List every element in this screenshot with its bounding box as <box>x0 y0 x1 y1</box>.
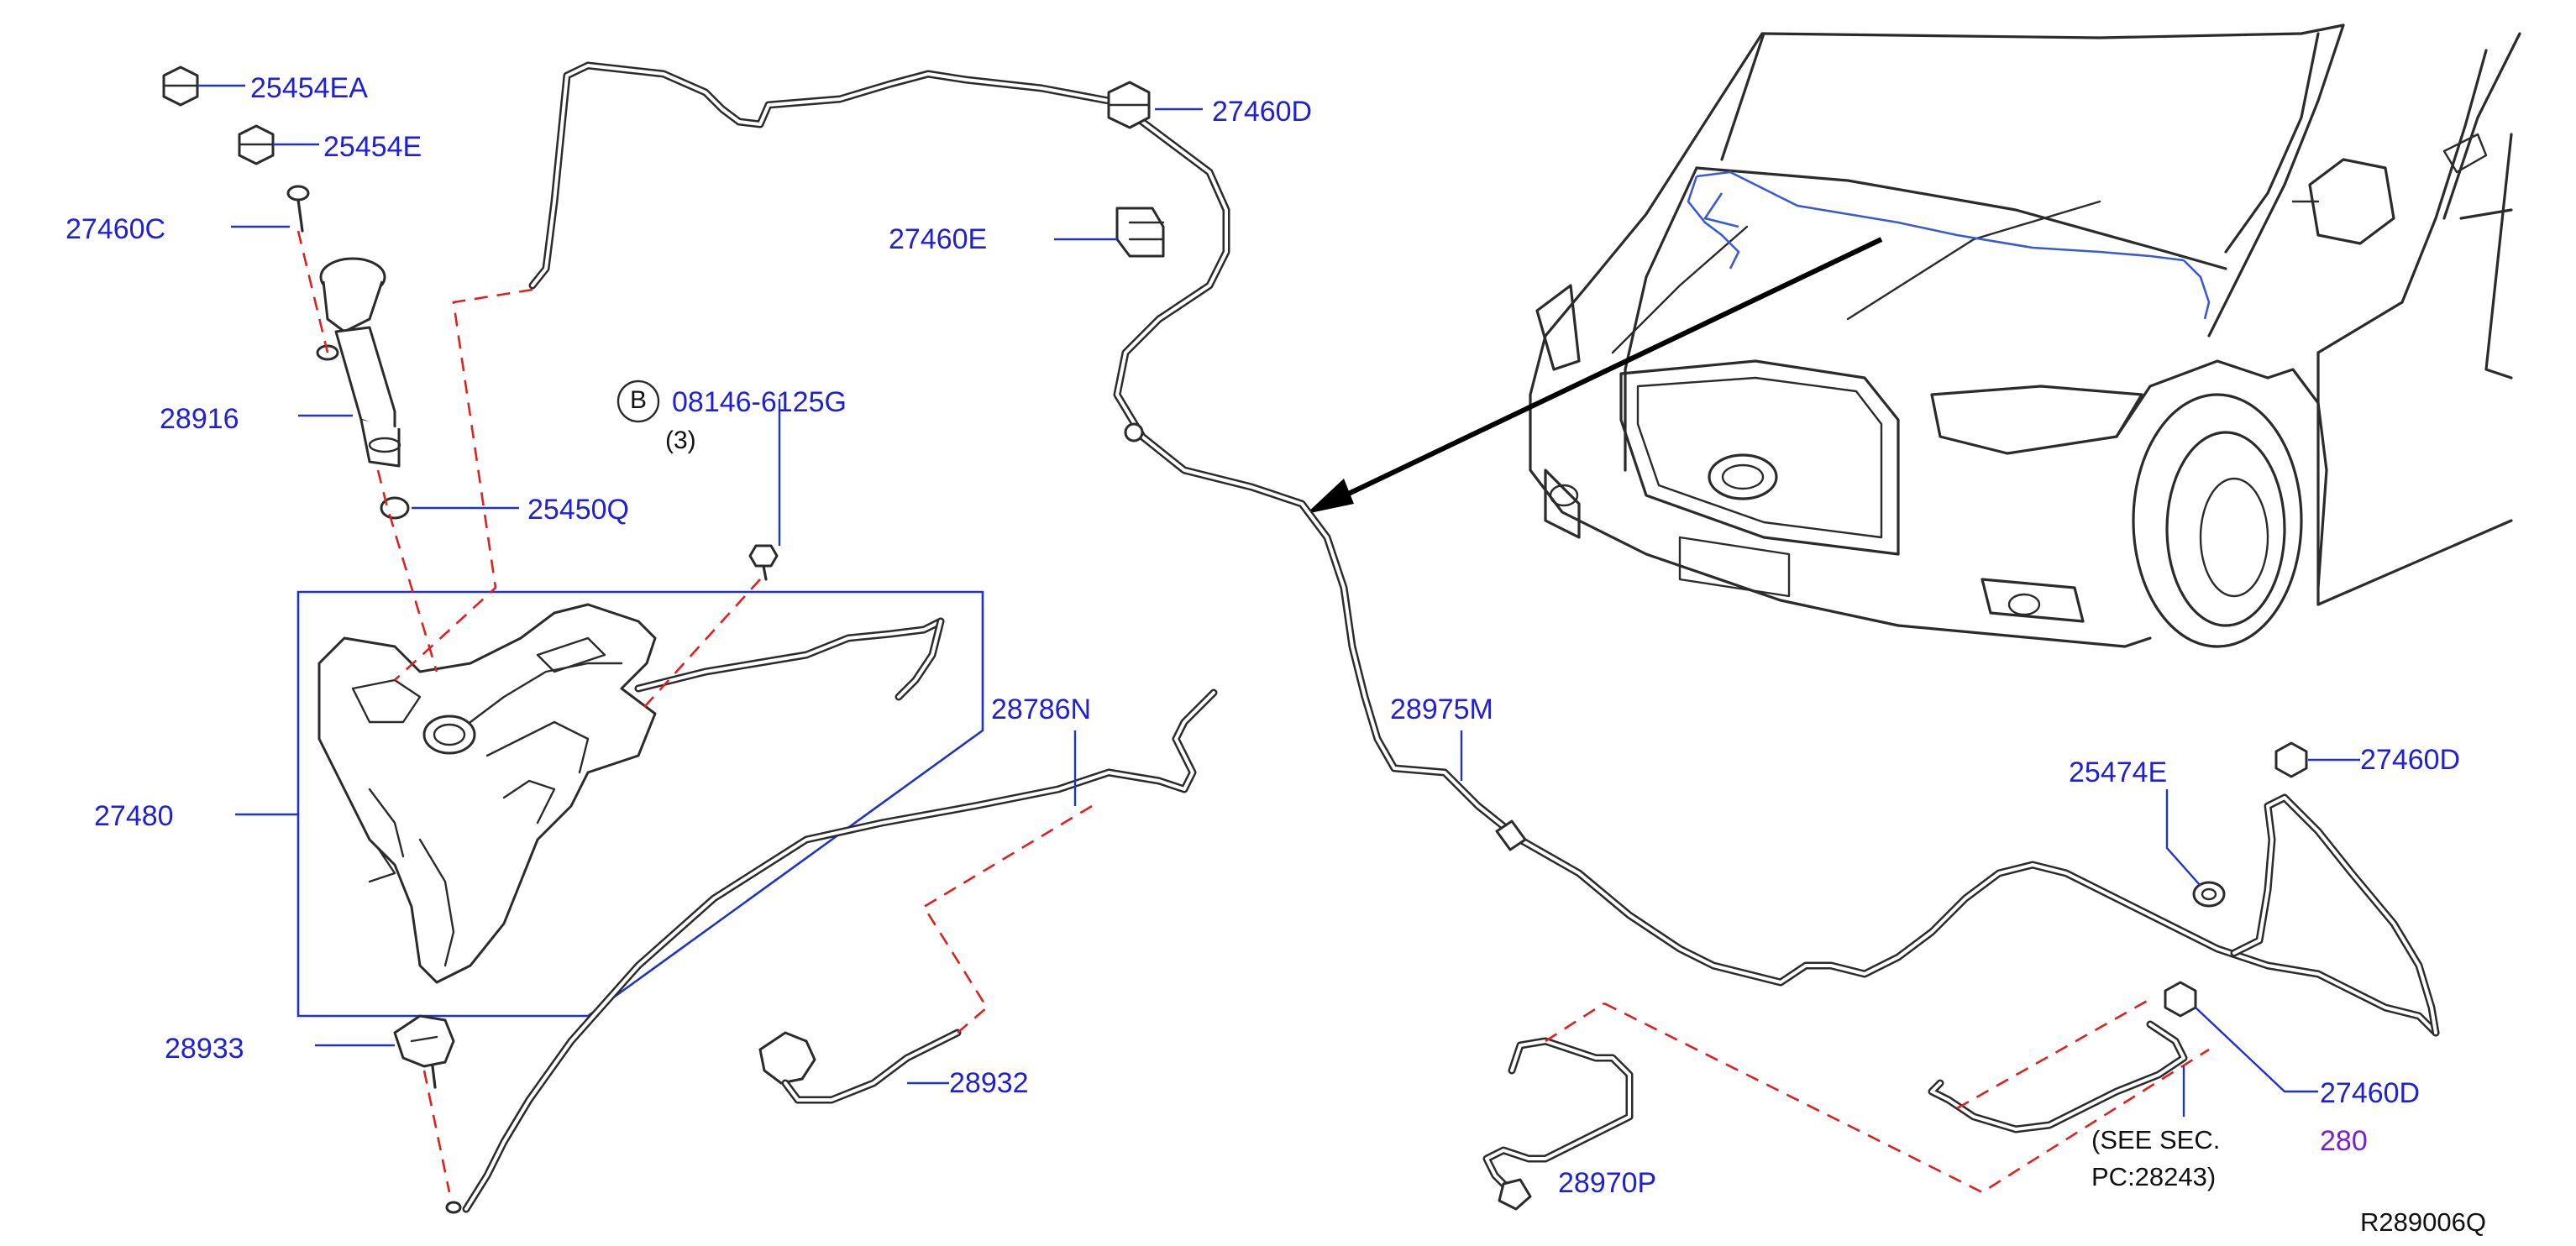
callout-27460d-right: 27460D <box>2360 744 2461 776</box>
clip-27460d-right-icon <box>2274 741 2308 778</box>
callout-27460d-top: 27460D <box>1212 96 1313 128</box>
callout-28975m: 28975M <box>1390 694 1493 725</box>
callout-25454ea: 25454EA <box>250 72 368 104</box>
callout-27480: 27480 <box>94 800 174 832</box>
reference-code: R289006Q <box>2360 1207 2486 1237</box>
callout-28933: 28933 <box>165 1033 244 1065</box>
callout-25454e: 25454E <box>323 131 422 163</box>
note-code-link[interactable]: 280 <box>2320 1125 2368 1157</box>
callout-28786n: 28786N <box>991 694 1092 725</box>
nozzle-28933-icon <box>393 1014 455 1089</box>
callout-27460c: 27460C <box>66 213 166 245</box>
filler-neck-28916-icon <box>316 257 401 468</box>
hose-28970p <box>1482 1037 1634 1211</box>
callout-08146-6125g: 08146-6125G <box>672 386 847 418</box>
callout-27460d-bottom: 27460D <box>2320 1077 2421 1109</box>
clip-27460d-bottom-icon <box>2164 981 2197 1018</box>
screw-27460c-icon <box>286 185 310 233</box>
tank-assembly-outline <box>296 590 984 1018</box>
hose-28786n <box>445 688 1218 1214</box>
callout-28970p: 28970P <box>1558 1167 1657 1199</box>
bolt-quantity: (3) <box>665 427 696 454</box>
bolt-08146-icon <box>616 380 779 581</box>
callout-28932: 28932 <box>949 1067 1029 1099</box>
clip-27460e-icon <box>1115 207 1165 258</box>
assembly-lines <box>296 230 2210 1194</box>
callout-27460e: 27460E <box>889 223 988 255</box>
callout-25474e: 25474E <box>2069 756 2168 788</box>
note-line-2: PC:28243) <box>2091 1162 2217 1191</box>
bolt-circle-letter: B <box>630 386 648 414</box>
hose-28975m <box>528 61 2440 1037</box>
callout-28916: 28916 <box>160 403 239 435</box>
clip-27460d-top-icon <box>1107 81 1151 129</box>
clip-25454e-icon <box>238 124 275 165</box>
clip-25474e-icon <box>2192 881 2226 908</box>
leader-lines <box>197 84 2360 1117</box>
seal-25450q-icon <box>380 496 410 520</box>
washer-tank-27480-icon <box>317 603 945 984</box>
vehicle-illustration <box>1306 24 2521 648</box>
callout-25450q: 25450Q <box>527 494 629 526</box>
hose-28932 <box>758 1029 962 1104</box>
return-hose <box>1928 1020 2188 1133</box>
clip-25454ea-icon <box>162 65 199 107</box>
note-line-1: (SEE SEC. <box>2091 1125 2221 1154</box>
